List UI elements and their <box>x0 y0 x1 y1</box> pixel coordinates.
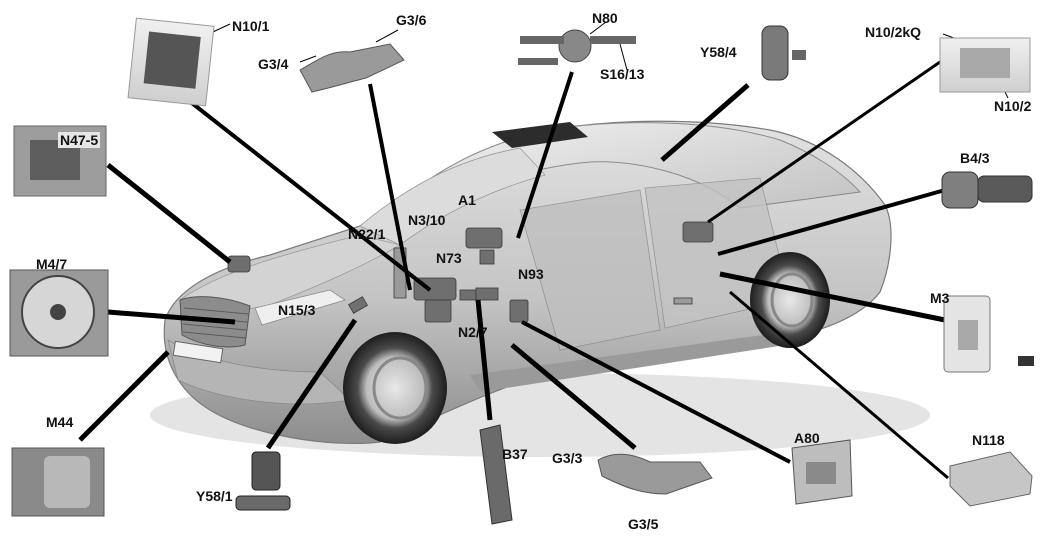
inset-catalytic-g3-3 <box>597 453 713 495</box>
car-body <box>163 120 892 445</box>
inset-y58-4 <box>761 25 806 81</box>
label-n80: N80 <box>592 10 618 26</box>
label-b37: B37 <box>502 446 528 462</box>
label-g3-6: G3/6 <box>396 12 427 28</box>
leader-lines <box>78 60 949 480</box>
label-n93: N93 <box>518 266 544 282</box>
label-y58-1: Y58/1 <box>196 488 233 504</box>
inset-n80 <box>518 29 636 65</box>
label-a1: A1 <box>458 192 476 208</box>
label-m4-7: M4/7 <box>36 256 68 272</box>
rear-wheel <box>750 252 830 348</box>
label-g3-3: G3/3 <box>552 450 583 466</box>
label-g3-5: G3/5 <box>628 516 659 532</box>
label-n47-5: N47-5 <box>58 132 101 148</box>
label-n118: N118 <box>972 432 1005 448</box>
inset-a80 <box>791 439 853 505</box>
inset-b4-3 <box>941 171 1033 209</box>
inset-n10-1 <box>127 17 215 107</box>
label-g3-4: G3/4 <box>258 56 289 72</box>
inset-b37 <box>479 424 513 525</box>
label-m3: M3 <box>930 290 950 306</box>
inset-y58-1 <box>235 451 291 511</box>
label-n15-3: N15/3 <box>278 302 316 318</box>
label-n10-1: N10/1 <box>232 18 270 34</box>
label-s16-13: S16/13 <box>600 66 645 82</box>
label-n3-10: N3/10 <box>408 212 446 228</box>
label-y58-4: Y58/4 <box>700 44 737 60</box>
label-a80: A80 <box>794 430 820 446</box>
front-wheel <box>343 332 447 444</box>
label-m44: M44 <box>46 414 74 430</box>
label-n10-2: N10/2 <box>994 98 1032 114</box>
label-n73: N73 <box>436 250 462 266</box>
inset-catalytic-g3-6 <box>299 43 405 93</box>
label-n2-7: N2/7 <box>458 324 488 340</box>
inset-m44 <box>11 447 105 517</box>
inset-m3 <box>943 295 1034 373</box>
inset-m4-7 <box>9 269 109 357</box>
inset-n10-2 <box>939 37 1031 93</box>
inset-n118 <box>949 451 1033 507</box>
label-n22-1: N22/1 <box>348 226 386 242</box>
label-n10-2kq: N10/2kQ <box>865 24 922 40</box>
label-b4-3: B4/3 <box>960 150 990 166</box>
